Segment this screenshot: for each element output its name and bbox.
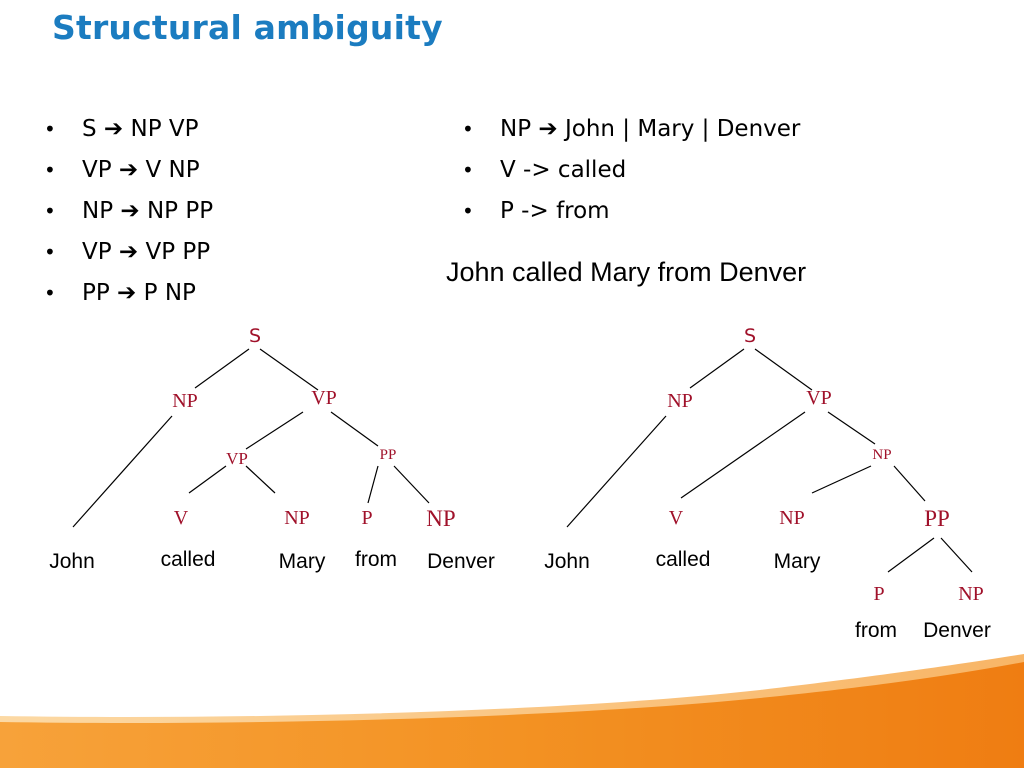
tree-word: from xyxy=(355,548,397,571)
tree-node-label: VP xyxy=(226,449,248,468)
tree-edge xyxy=(754,348,813,391)
lexical-rule-item: V -> called xyxy=(462,155,800,196)
tree-node-label: S xyxy=(744,325,756,347)
rule-item: S ➔ NP VP xyxy=(44,114,213,155)
tree-word: called xyxy=(161,548,216,571)
tree-edge xyxy=(194,348,250,389)
rule-item: NP ➔ NP PP xyxy=(44,196,213,237)
tree-node-label: PP xyxy=(924,506,950,531)
tree-edge xyxy=(566,415,667,528)
lexical-rule-item: P -> from xyxy=(462,196,800,237)
tree-node-label: NP xyxy=(426,506,455,531)
tree-node-label: PP xyxy=(380,447,397,463)
tree-edge xyxy=(259,348,319,391)
tree-edge xyxy=(245,465,276,494)
tree-edge xyxy=(811,465,872,494)
tree-word: Mary xyxy=(774,550,821,573)
tree-node-label: NP xyxy=(172,390,198,412)
tree-edge xyxy=(940,537,973,573)
tree-node-label: NP xyxy=(779,507,805,529)
tree-node-label: V xyxy=(669,507,684,529)
parse-tree-left: S NP VP VP PP V NP P NP John called Mary… xyxy=(49,325,495,573)
tree-word: John xyxy=(544,550,590,573)
tree-word: John xyxy=(49,550,95,573)
grammar-rules-right: NP ➔ John | Mary | Denver V -> called P … xyxy=(462,114,800,237)
tree-edge xyxy=(893,465,926,502)
parse-tree-right: S NP VP NP V NP PP P NP John called Mary… xyxy=(544,325,991,642)
rule-item: PP ➔ P NP xyxy=(44,278,213,319)
tree-edge xyxy=(680,411,806,499)
lexical-rule-item: NP ➔ John | Mary | Denver xyxy=(462,114,800,155)
grammar-rules-left: S ➔ NP VP VP ➔ V NP NP ➔ NP PP VP ➔ VP P… xyxy=(44,114,213,319)
example-sentence: John called Mary from Denver xyxy=(446,257,807,287)
tree-edge xyxy=(827,411,876,445)
tree-edge xyxy=(689,348,745,389)
tree-edge xyxy=(367,465,379,504)
tree-word: Mary xyxy=(279,550,326,573)
tree-node-label: NP xyxy=(284,507,310,529)
tree-edge xyxy=(330,411,379,447)
rule-item: VP ➔ V NP xyxy=(44,155,213,196)
tree-node-label: NP xyxy=(958,583,984,605)
tree-node-label: VP xyxy=(311,387,337,409)
tree-node-label: V xyxy=(174,507,189,529)
tree-node-label: P xyxy=(873,583,884,605)
tree-word: from xyxy=(855,619,897,642)
tree-node-label: VP xyxy=(806,387,832,409)
slide-title: Structural ambiguity xyxy=(52,8,443,47)
footer-swoosh-highlight xyxy=(0,654,1024,725)
tree-node-label: NP xyxy=(872,447,891,463)
tree-edge xyxy=(188,465,227,494)
footer-swoosh-band xyxy=(0,662,1024,768)
tree-edge xyxy=(72,415,173,528)
tree-word: Denver xyxy=(427,550,495,573)
tree-word: Denver xyxy=(923,619,991,642)
tree-node-label: S xyxy=(249,325,261,347)
rule-item: VP ➔ VP PP xyxy=(44,237,213,278)
tree-edge xyxy=(393,465,430,504)
tree-edge xyxy=(887,537,935,573)
tree-node-label: P xyxy=(361,507,372,529)
tree-word: called xyxy=(656,548,711,571)
tree-edge xyxy=(245,411,304,450)
tree-node-label: NP xyxy=(667,390,693,412)
